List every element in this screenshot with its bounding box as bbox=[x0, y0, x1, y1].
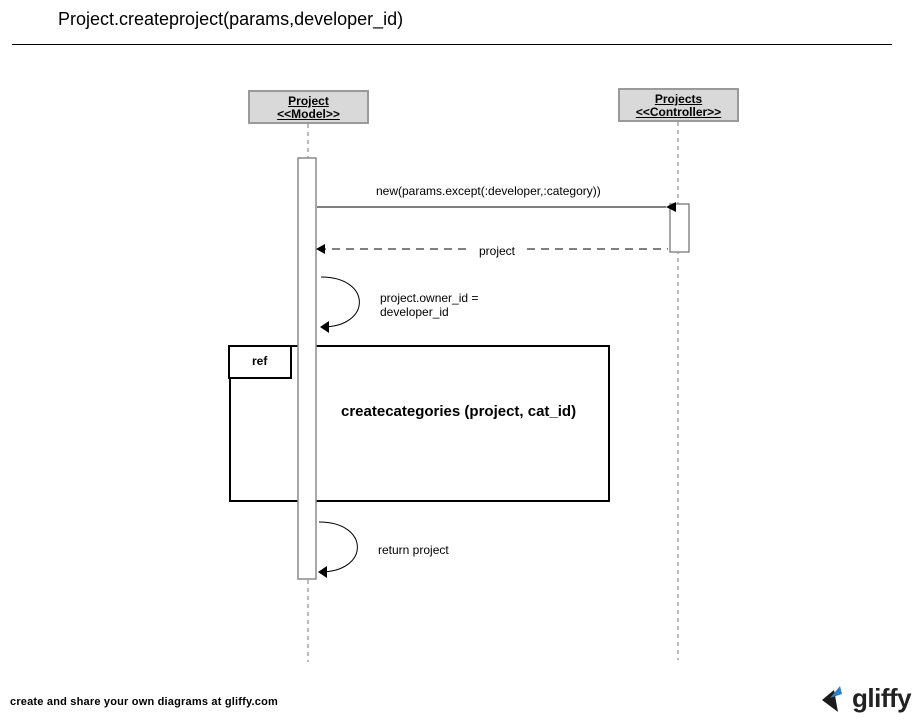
message-new-arrowhead bbox=[666, 202, 676, 212]
self-message-assign-label-line2: developer_id bbox=[380, 305, 449, 319]
self-message-return-arrowhead bbox=[318, 566, 327, 578]
message-new-label: new(params.except(:developer,:category)) bbox=[376, 184, 601, 198]
self-message-assign-label-line1: project.owner_id = bbox=[380, 291, 479, 305]
activation-projects bbox=[669, 203, 690, 253]
activation-project bbox=[297, 157, 317, 580]
footer-text: create and share your own diagrams at gl… bbox=[10, 696, 278, 708]
ref-frame-tag: ref bbox=[252, 354, 268, 368]
lifeline-head-project-name: Project bbox=[288, 94, 329, 108]
self-message-return-label: return project bbox=[378, 543, 449, 557]
lifeline-head-project: Project <<Model>> bbox=[248, 90, 369, 124]
ref-frame bbox=[229, 345, 610, 502]
lifeline-head-projects-name: Projects bbox=[654, 92, 703, 106]
ref-frame-body: createcategories (project, cat_id) bbox=[341, 403, 577, 420]
title-divider bbox=[12, 44, 892, 45]
self-message-return-arrow bbox=[318, 521, 358, 573]
ref-frame-tag-box bbox=[228, 345, 292, 379]
message-return-label: project bbox=[479, 244, 516, 258]
message-return-arrowhead bbox=[316, 244, 325, 254]
lifeline-head-project-stereotype: <<Model>> bbox=[277, 107, 340, 121]
lifeline-head-projects-stereotype: <<Controller>> bbox=[635, 105, 722, 119]
lifeline-head-projects: Projects <<Controller>> bbox=[618, 88, 739, 122]
gliffy-logo-icon bbox=[822, 686, 842, 712]
self-message-assign-arrowhead bbox=[320, 321, 329, 333]
diagram-title: Project.createproject(params,developer_i… bbox=[58, 9, 404, 29]
gliffy-logo-text: gliffy bbox=[852, 683, 912, 713]
self-message-assign-arrow bbox=[320, 276, 360, 328]
